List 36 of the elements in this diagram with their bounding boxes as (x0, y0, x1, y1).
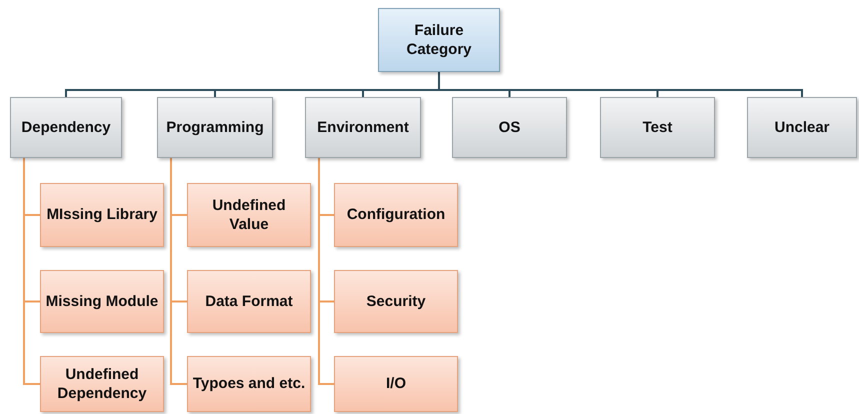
node-label: Environment (316, 118, 410, 138)
category-box (600, 97, 715, 158)
connector-line (318, 158, 334, 385)
category-box (747, 97, 857, 158)
connector-line (170, 158, 187, 385)
node-label: Missing Module (44, 292, 160, 312)
node-label: Undefined Dependency (56, 364, 148, 404)
subcategory-box (334, 356, 458, 412)
node-label: Test (642, 118, 674, 138)
subcategory-box (187, 270, 311, 333)
connector-line (438, 72, 803, 97)
node-label: Dependency (20, 118, 112, 138)
category-box (10, 97, 122, 158)
node-label: Programming (165, 118, 265, 138)
node-label: MIssing Library (46, 205, 158, 225)
category-box (157, 97, 273, 158)
category-box (452, 97, 567, 158)
category-box (305, 97, 421, 158)
subcategory-box (40, 270, 164, 333)
connector-line (23, 158, 40, 385)
node-label: Undefined Value (211, 196, 287, 234)
node-label: Unclear (773, 118, 831, 138)
subcategory-box (187, 356, 311, 412)
node-label: Typoes and etc. (192, 374, 306, 394)
node-label: Security (365, 292, 427, 312)
node-label: Data Format (204, 292, 294, 312)
subcategory-box (40, 183, 164, 247)
node-label: Failure Category (405, 20, 473, 60)
node-label: OS (498, 118, 522, 138)
subcategory-box (40, 356, 164, 412)
subcategory-box (187, 183, 311, 247)
root-category-box (378, 8, 500, 72)
subcategory-box (334, 270, 458, 333)
node-label: Configuration (346, 205, 446, 225)
node-label: I/O (384, 374, 407, 394)
subcategory-box (334, 183, 458, 247)
